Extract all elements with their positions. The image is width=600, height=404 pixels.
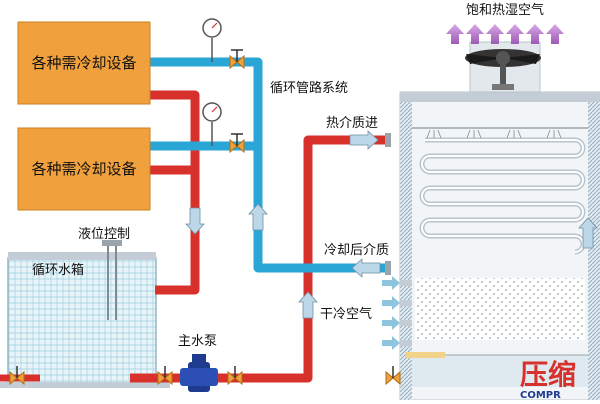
hot-medium-in-label: 热介质进 <box>326 116 378 131</box>
valve-icon <box>385 366 401 386</box>
fill-media <box>415 278 585 340</box>
dry-cold-air-label: 干冷空气 <box>320 306 372 322</box>
piping-system-label: 循环管路系统 <box>270 80 348 96</box>
flow-arrow-icon <box>349 130 379 150</box>
main-pump-label: 主水泵 <box>178 334 217 349</box>
vapor-arrow-icon <box>466 24 484 44</box>
pressure-gauge-icon <box>202 102 222 146</box>
vapor-arrow-icon <box>446 24 464 44</box>
air-inlet-arrows <box>382 276 400 350</box>
vapor-arrow-icon <box>526 24 544 44</box>
valve-icon <box>229 49 245 70</box>
watermark-sub: COMPR <box>520 390 561 400</box>
flow-arrow-icon <box>351 258 381 278</box>
flow-arrows <box>185 130 598 319</box>
spray-droplets <box>426 129 562 139</box>
valve-icon <box>157 366 173 386</box>
valve-icon <box>229 133 245 154</box>
flow-arrow-icon <box>578 217 598 249</box>
vapor-arrow-icon <box>546 24 564 44</box>
vapor-arrow-icon <box>486 24 504 44</box>
cooling-equipment-1 <box>17 21 151 105</box>
flow-arrow-icon <box>185 207 205 235</box>
cooling-tower <box>399 41 600 401</box>
vapor-arrows <box>446 24 564 44</box>
equipment-1-label: 各种需冷却设备 <box>31 54 136 72</box>
pump-icon <box>180 354 218 392</box>
vapor-arrow-icon <box>506 24 524 44</box>
equipment-2-label: 各种需冷却设备 <box>31 160 136 178</box>
pressure-gauge-icon <box>202 18 222 62</box>
hot-pipes <box>130 90 385 383</box>
circulating-tank <box>0 240 170 388</box>
cooling-equipment-2 <box>17 127 151 211</box>
flow-arrow-icon <box>298 291 318 319</box>
valve-icon <box>9 366 25 386</box>
fan-icon <box>465 49 541 90</box>
watermark: 压缩 <box>520 358 576 391</box>
level-control-label: 液位控制 <box>78 227 130 242</box>
cooled-medium-label: 冷却后介质 <box>324 243 389 258</box>
flow-arrow-icon <box>248 203 268 231</box>
valve-icon <box>227 366 243 386</box>
circulating-tank-label: 循环水箱 <box>32 262 84 278</box>
saturated-air-label: 饱和热湿空气 <box>466 2 544 18</box>
